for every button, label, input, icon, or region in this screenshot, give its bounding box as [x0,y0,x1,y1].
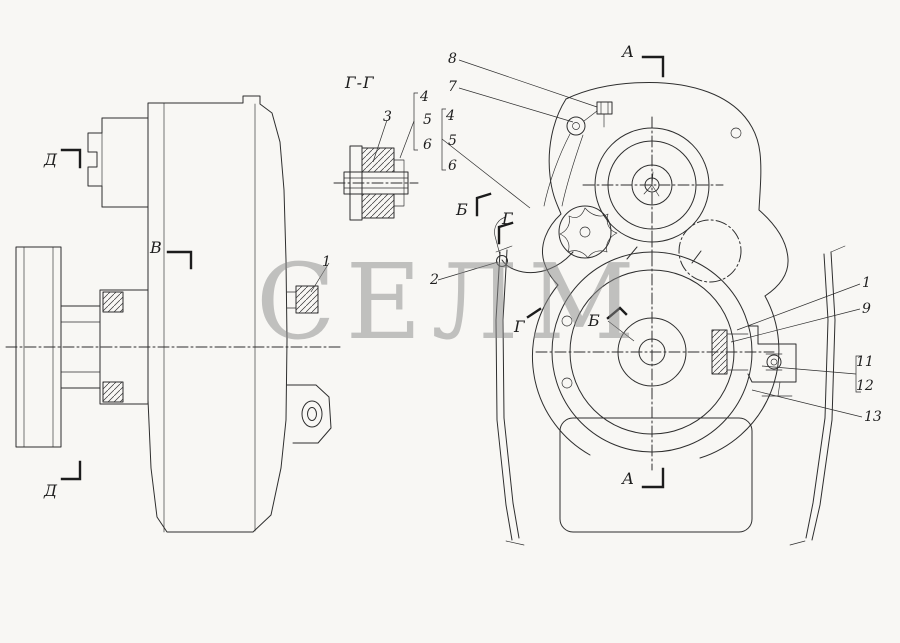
part-number-11: 11 [856,354,874,370]
section-label-a-top: А [622,42,635,61]
part-number-1-right: 1 [862,275,871,291]
part-number-5: 5 [448,133,457,149]
part-number-6-detail: 6 [423,137,432,153]
left-view-drawing [5,95,343,533]
part-number-7: 7 [448,79,457,95]
section-label-a-bottom: А [622,469,635,488]
section-label-d-top: Д [44,150,58,169]
leader-lines [310,59,863,418]
part-number-2: 2 [430,272,439,288]
detail-title-g-g: Г-Г [345,73,375,92]
section-label-b-top: Б [456,200,468,219]
part-number-9: 9 [862,301,871,317]
part-number-8: 8 [448,51,457,67]
part-number-5-detail: 5 [423,112,432,128]
part-number-1-left: 1 [322,254,331,270]
part-number-13: 13 [864,409,882,425]
section-detail-g-g [333,145,419,221]
section-label-g-bottom: Г [514,317,525,336]
section-label-b-bottom: Б [588,311,600,330]
part-number-12: 12 [856,378,874,394]
part-number-4: 4 [446,108,455,124]
part-number-3: 3 [383,109,392,125]
right-view-drawing [494,82,846,546]
section-label-d-bottom: Д [44,481,58,500]
part-number-4-detail: 4 [420,89,429,105]
part-number-6: 6 [448,158,457,174]
section-label-v: В [150,238,162,257]
section-cut-marks [60,55,665,489]
section-label-g-top: Г [502,209,513,228]
